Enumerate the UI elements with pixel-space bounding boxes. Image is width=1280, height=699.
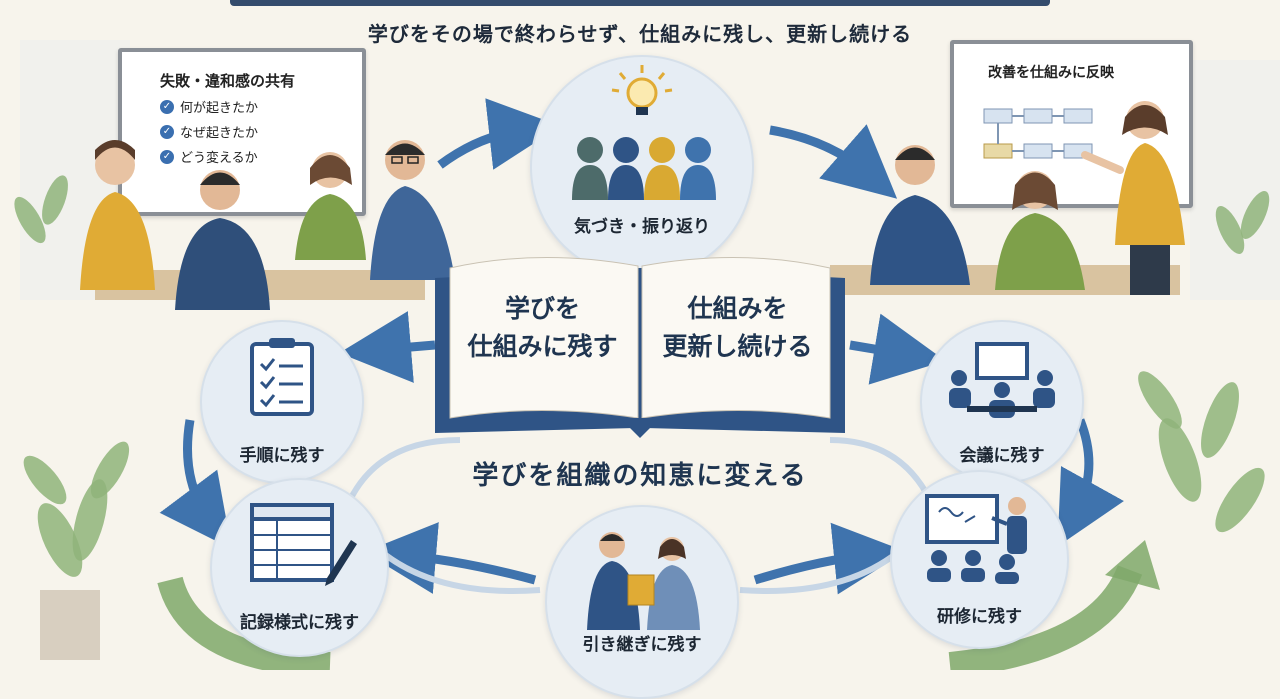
plant-left-top: [14, 175, 68, 244]
node-meeting: 会議に残す: [920, 320, 1084, 484]
check-icon: ✓: [160, 124, 174, 139]
plant-right-top: [1215, 191, 1270, 254]
left-meeting-people: [80, 140, 455, 310]
left-whiteboard: 失敗・違和感の共有 ✓何が起きたか ✓なぜ起きたか ✓どう変えるか: [118, 48, 366, 216]
training-icon: [925, 494, 1027, 584]
right-meeting-people: [870, 101, 1185, 295]
book-left-page: 学びを 仕組みに残す: [467, 294, 618, 361]
handover-icon: [587, 532, 700, 630]
clipboard-checklist-icon: [250, 338, 314, 416]
node-records: 記録様式に残す: [210, 478, 389, 657]
node-records-label: 記録様式に残す: [240, 613, 359, 633]
node-handover: 引き継ぎに残す: [545, 505, 739, 699]
arrow-meeting-to-training: [1057, 418, 1124, 547]
page-subtitle: 学びをその場で終わらせず、仕組みに残し、更新し続ける: [367, 22, 913, 46]
node-reflection-label: 気づき・振り返り: [574, 217, 710, 237]
lightbulb-people-icon: [572, 65, 716, 200]
left-board-title: 失敗・違和感の共有: [160, 72, 296, 90]
node-procedure-label: 手順に残す: [239, 446, 325, 466]
book-right-page: 仕組みを 更新し続ける: [662, 294, 813, 361]
node-training: 研修に残す: [890, 470, 1069, 649]
arrow-handover-to-training: [753, 522, 906, 595]
plant-left: [23, 441, 130, 660]
title-bar: [230, 0, 1050, 6]
arrow-left-to-top: [437, 98, 561, 170]
arrow-procedure-to-records: [159, 419, 232, 549]
green-arrow-left: [157, 576, 331, 670]
node-procedure: 手順に残す: [200, 320, 364, 484]
center-caption: 学びを組織の知恵に変える: [472, 461, 808, 491]
check-icon: ✓: [160, 99, 174, 114]
check-icon: ✓: [160, 149, 174, 164]
plant-right: [1138, 371, 1265, 533]
left-board-item: ✓なぜ起きたか: [160, 122, 362, 141]
left-board-item: ✓何が起きたか: [160, 97, 362, 116]
node-meeting-label: 会議に残す: [959, 446, 1045, 466]
open-book: [435, 257, 845, 438]
arrow-book-to-procedure: [339, 311, 436, 383]
meeting-icon: [949, 342, 1055, 418]
arrow-handover-to-records: [364, 522, 537, 594]
left-board-item: ✓どう変えるか: [160, 147, 362, 166]
node-handover-label: 引き継ぎに残す: [582, 635, 702, 655]
node-reflection: 気づき・振り返り: [530, 55, 754, 279]
green-arrow-right: [948, 564, 1143, 670]
form-pen-icon: [250, 503, 357, 586]
node-training-label: 研修に残す: [937, 607, 1022, 627]
arrow-top-to-right: [769, 124, 898, 199]
arrow-book-to-meeting: [849, 313, 946, 385]
right-board-title: 改善を仕組みに反映: [988, 65, 1114, 81]
